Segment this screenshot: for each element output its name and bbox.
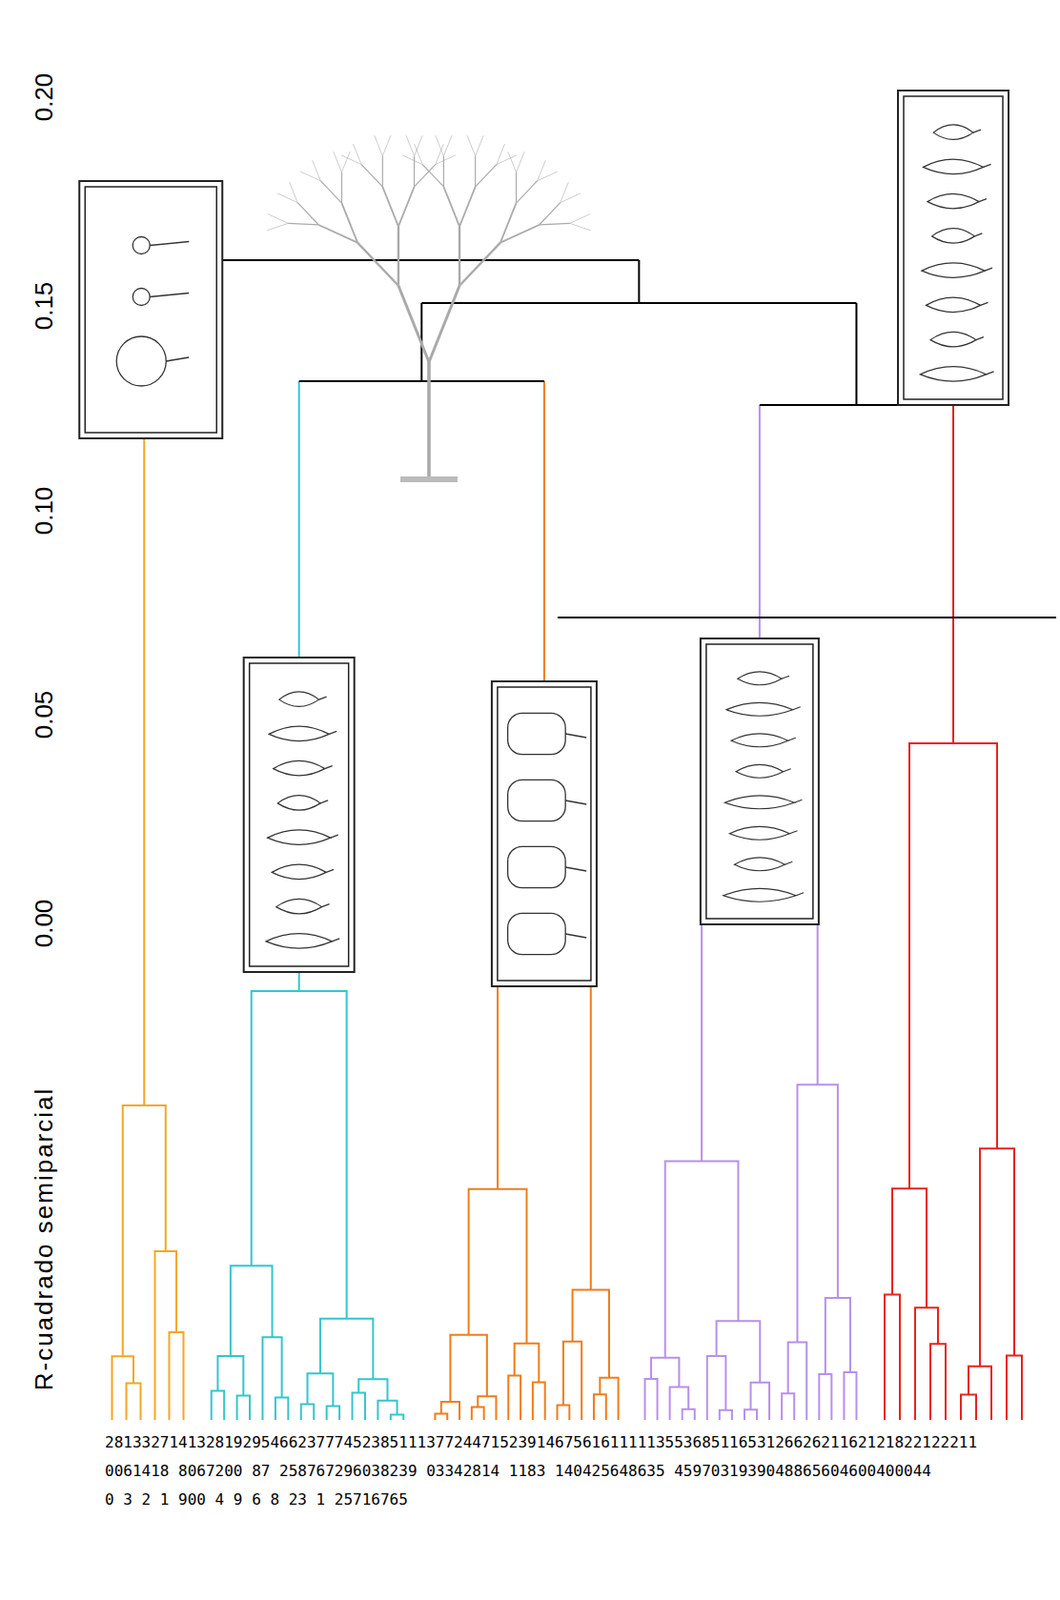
branch bbox=[751, 1383, 771, 1421]
branch bbox=[665, 1161, 739, 1358]
branch bbox=[275, 1398, 288, 1421]
plant-illustration bbox=[266, 135, 592, 483]
branch bbox=[352, 1393, 366, 1421]
cut-line bbox=[557, 616, 1057, 619]
branch bbox=[968, 1366, 992, 1421]
tick-label: 0.00 bbox=[31, 899, 57, 949]
fruit-illustration bbox=[79, 181, 223, 439]
branch bbox=[716, 1321, 761, 1383]
branch bbox=[707, 1356, 727, 1421]
branch bbox=[884, 1294, 900, 1421]
branch bbox=[637, 260, 640, 304]
branch bbox=[909, 743, 998, 1189]
branch bbox=[701, 915, 818, 1162]
branch bbox=[979, 1148, 1015, 1366]
branch bbox=[301, 1404, 314, 1421]
branch bbox=[251, 991, 347, 1320]
branch bbox=[112, 1356, 135, 1421]
fruit-illustration bbox=[491, 681, 597, 987]
branch bbox=[320, 1319, 373, 1381]
branch bbox=[307, 1373, 334, 1407]
branch bbox=[514, 1344, 540, 1384]
tick-label: 0.05 bbox=[31, 691, 57, 740]
branch bbox=[169, 1332, 184, 1421]
fruit-illustration bbox=[700, 638, 819, 925]
branch bbox=[477, 1396, 496, 1421]
branch bbox=[237, 1396, 250, 1421]
branch bbox=[843, 1372, 857, 1421]
branch bbox=[377, 1401, 397, 1421]
branch bbox=[855, 303, 857, 406]
branch bbox=[390, 1414, 404, 1421]
branch bbox=[593, 1394, 607, 1421]
branch bbox=[915, 1307, 938, 1421]
branch bbox=[532, 1383, 546, 1421]
branch bbox=[1006, 1356, 1022, 1421]
fruit-illustration bbox=[244, 657, 355, 973]
branch bbox=[262, 1337, 282, 1421]
leaf-labels: 2813327141328192954662377745238511137724… bbox=[104, 1435, 978, 1451]
branch bbox=[211, 1390, 225, 1421]
branch bbox=[557, 1405, 571, 1421]
branch bbox=[796, 1084, 837, 1343]
branch bbox=[563, 1342, 582, 1421]
branch bbox=[449, 1335, 487, 1403]
branch bbox=[122, 1105, 166, 1357]
branch bbox=[441, 1402, 460, 1421]
branch bbox=[788, 1343, 808, 1421]
branch bbox=[468, 1189, 528, 1345]
fruit-illustration bbox=[897, 90, 1009, 406]
tick-label: 0.10 bbox=[31, 487, 57, 536]
tick-label: 0.15 bbox=[31, 282, 57, 331]
branch bbox=[599, 1378, 618, 1421]
branch bbox=[497, 953, 592, 1291]
branch bbox=[719, 1410, 733, 1421]
branch bbox=[651, 1358, 679, 1388]
branch bbox=[825, 1298, 851, 1375]
branch bbox=[892, 1188, 927, 1308]
branch bbox=[781, 1393, 795, 1421]
branch bbox=[471, 1406, 485, 1421]
dendrogram-branches bbox=[112, 260, 1023, 1421]
branch bbox=[326, 1406, 340, 1421]
leaf-labels: 0 3 2 1 900 4 9 6 8 23 1 25716765 bbox=[104, 1492, 408, 1509]
branch bbox=[930, 1344, 946, 1421]
branch bbox=[952, 405, 955, 744]
branch bbox=[744, 1409, 757, 1421]
branch bbox=[126, 1384, 142, 1421]
branch bbox=[217, 1356, 244, 1397]
branch bbox=[572, 1290, 610, 1379]
branch bbox=[230, 1265, 273, 1357]
branch bbox=[358, 1379, 388, 1401]
branch bbox=[155, 1251, 178, 1421]
branch bbox=[670, 1386, 690, 1421]
branch bbox=[645, 1379, 658, 1421]
branch bbox=[818, 1374, 832, 1421]
branch bbox=[508, 1376, 521, 1421]
tick-label: 0.20 bbox=[31, 73, 57, 123]
branch bbox=[434, 1413, 448, 1421]
axis-title: R-cuadrado semiparcial bbox=[31, 1087, 57, 1392]
leaf-labels: 0061418 8067200 87 258767296038239 03342… bbox=[104, 1464, 932, 1480]
branch bbox=[960, 1395, 977, 1421]
branch bbox=[682, 1409, 695, 1421]
